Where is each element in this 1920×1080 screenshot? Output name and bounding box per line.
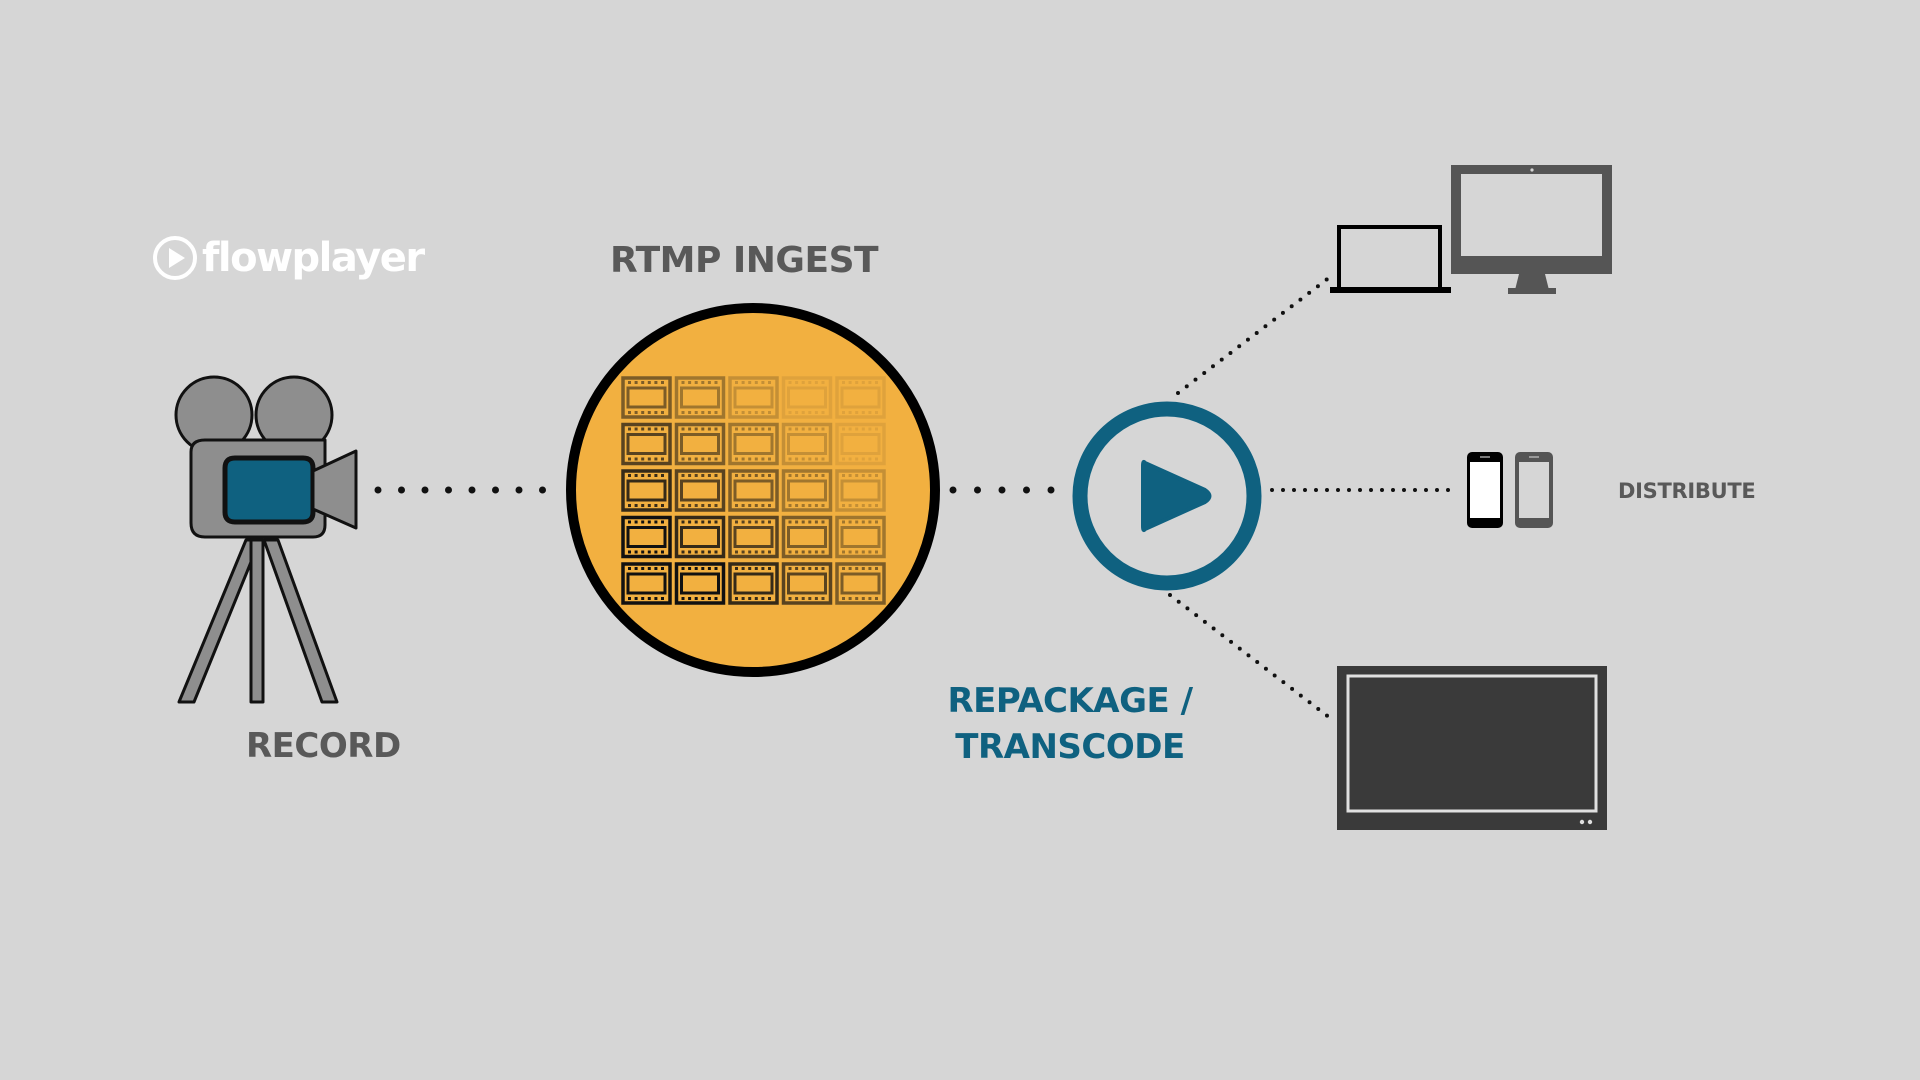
- logo-text: flowplayer: [202, 235, 425, 281]
- tripod-center-leg: [249, 538, 265, 704]
- monitor-camera-dot: [1530, 168, 1534, 172]
- film-frame: [621, 376, 672, 419]
- repackage-label-line1: REPACKAGE /: [947, 681, 1193, 721]
- distribute-label: DISTRIBUTE: [1618, 479, 1756, 503]
- rtmp-ingest-label: RTMP INGEST: [610, 240, 879, 281]
- film-frame: [728, 376, 779, 419]
- film-frame: [781, 422, 833, 466]
- camera-lens: [311, 449, 358, 530]
- play-button-icon: [1072, 401, 1262, 591]
- desktop-monitor-icon: [1451, 165, 1612, 294]
- tablet-speaker: [1529, 456, 1539, 458]
- film-frame: [781, 376, 833, 419]
- film-frame: [728, 422, 779, 466]
- tv-indicator-1: [1579, 819, 1585, 825]
- laptop-screen: [1337, 225, 1442, 291]
- film-frame: [621, 469, 672, 512]
- film-frame: [674, 515, 726, 559]
- repackage-label-line2: TRANSCODE: [955, 727, 1185, 767]
- play-button-ring: [1072, 401, 1262, 591]
- phone-speaker: [1480, 456, 1490, 458]
- film-frame: [835, 469, 886, 512]
- film-frame: [621, 422, 672, 466]
- film-frame: [674, 469, 726, 512]
- play-circle-icon: [153, 236, 197, 280]
- movie-camera-icon: [174, 375, 358, 704]
- tripod-right-leg: [262, 538, 339, 704]
- connectors: [374, 275, 1456, 720]
- film-frame: [621, 562, 672, 605]
- monitor-neck: [1515, 274, 1549, 290]
- film-frame: [835, 515, 886, 559]
- film-frame: [728, 562, 779, 605]
- connector-player-to-computers: [1176, 275, 1332, 395]
- film-frame: [674, 422, 726, 466]
- tv-frame: [1337, 666, 1607, 830]
- tv-screen-border: [1346, 674, 1598, 813]
- flowplayer-logo: flowplayer: [152, 232, 425, 284]
- tripod-left-leg: [177, 538, 262, 704]
- film-frame: [674, 562, 726, 605]
- ingest-circle-icon: [566, 303, 940, 677]
- tablet-icon: [1515, 452, 1553, 528]
- film-frame: [728, 469, 779, 512]
- smartphone-icon: [1467, 452, 1503, 528]
- ingest-circle: [566, 303, 940, 677]
- film-frame: [781, 469, 833, 512]
- tablet-screen: [1519, 462, 1549, 518]
- film-frame: [835, 376, 886, 419]
- laptop-icon: [1330, 225, 1451, 293]
- film-frame: [674, 376, 726, 419]
- film-frame: [835, 422, 886, 466]
- tv-icon: [1337, 666, 1607, 830]
- film-frame: [728, 515, 779, 559]
- camera-front: [222, 455, 316, 525]
- repackage-transcode-label: REPACKAGE / TRANSCODE: [860, 678, 1280, 770]
- phone-screen: [1470, 462, 1500, 518]
- film-frame: [781, 515, 833, 559]
- monitor-screen: [1461, 174, 1602, 256]
- connector-player-to-tv: [1168, 593, 1332, 720]
- film-frame: [835, 562, 886, 605]
- record-label: RECORD: [246, 726, 401, 766]
- film-frame: [781, 562, 833, 605]
- laptop-base: [1330, 287, 1451, 293]
- film-frames-grid-icon: [621, 376, 886, 605]
- tv-indicator-2: [1587, 819, 1593, 825]
- monitor-base: [1508, 288, 1556, 294]
- play-triangle: [1141, 460, 1212, 532]
- film-frame: [621, 515, 672, 559]
